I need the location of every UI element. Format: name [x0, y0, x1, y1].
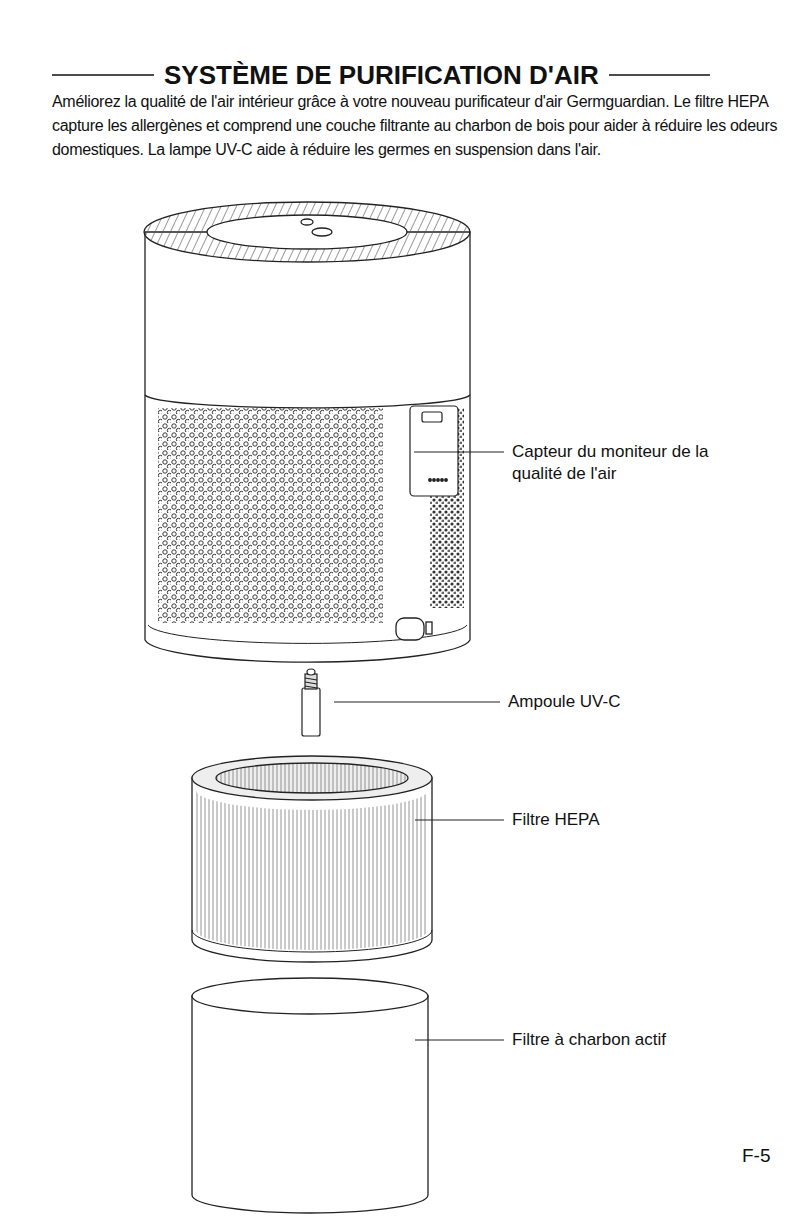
uv-bulb — [302, 669, 320, 736]
page-number: F-5 — [742, 1144, 787, 1168]
callout-label: Capteur du moniteur de la qualité de l'a… — [512, 441, 710, 485]
top-grille — [144, 202, 470, 262]
page-title: SYSTÈME DE PURIFICATION D'AIR — [154, 59, 609, 91]
callout-label: Filtre HEPA — [512, 809, 752, 831]
carbon-filter — [192, 978, 428, 1213]
leader-line — [334, 452, 504, 1040]
callout-label: Ampoule UV-C — [508, 691, 748, 713]
purifier-body — [145, 232, 470, 662]
intro-paragraph: Améliorez la qualité de l'air intérieur … — [52, 90, 782, 162]
sensor-panel — [410, 406, 458, 496]
callout-label: Filtre à charbon actif — [512, 1029, 752, 1051]
hepa-filter — [192, 756, 432, 962]
